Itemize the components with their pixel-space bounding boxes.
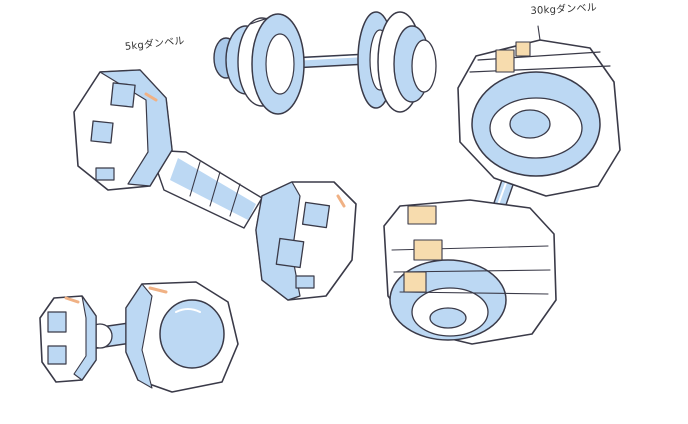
small-barbell [213,11,437,115]
barbell-30kg [383,25,621,345]
dumbbell-bottom [39,281,239,393]
dumbbell-5kg [73,69,357,301]
